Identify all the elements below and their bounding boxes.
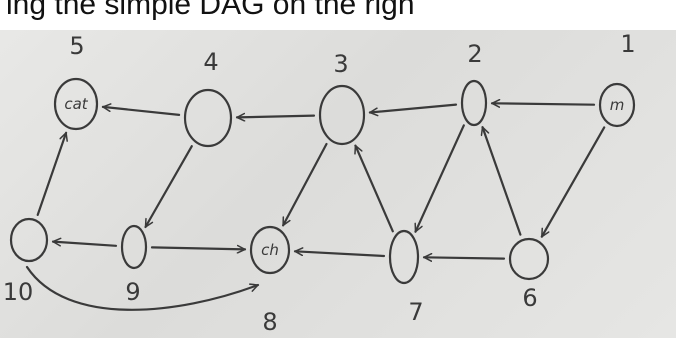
edge-6-to-2 — [480, 125, 522, 236]
edge-3-to-4 — [235, 112, 316, 122]
node-number-label-8: 8 — [262, 308, 277, 336]
node-inner-label-1: m — [610, 96, 625, 114]
node-3: 3 — [318, 50, 366, 146]
caption-strip: ing the simple DAG on the righ — [0, 0, 676, 30]
node-7: 7 — [388, 229, 424, 326]
node-number-label-6: 6 — [522, 284, 537, 312]
node-circle-8 — [249, 225, 291, 275]
edges-layer — [25, 98, 606, 311]
node-10: 10 — [3, 217, 49, 306]
node-circle-9 — [120, 224, 148, 270]
edge-7-to-8 — [293, 247, 386, 258]
node-8: ch 8 — [249, 225, 291, 336]
node-circle-5 — [53, 77, 99, 131]
edge-9-to-8 — [150, 244, 247, 254]
caption-text: ing the simple DAG on the righ — [6, 0, 415, 21]
node-number-label-4: 4 — [203, 48, 218, 76]
node-circle-10 — [9, 217, 49, 263]
edge-1-to-2 — [490, 98, 596, 108]
node-circle-3 — [318, 84, 366, 146]
node-circle-1 — [598, 82, 636, 128]
node-circle-4 — [183, 88, 233, 148]
edge-1-to-6 — [540, 126, 606, 238]
node-4: 4 — [183, 48, 233, 148]
node-inner-label-8: ch — [261, 241, 279, 259]
edge-9-to-10 — [51, 237, 118, 247]
node-number-label-10: 10 — [3, 278, 34, 306]
node-number-label-3: 3 — [333, 50, 348, 78]
edge-10-to-8 — [25, 265, 260, 311]
node-6: 6 — [508, 237, 550, 312]
node-number-label-2: 2 — [467, 40, 482, 68]
edge-7-to-3 — [354, 144, 394, 233]
edge-2-to-7 — [414, 124, 465, 233]
node-number-label-7: 7 — [408, 298, 423, 326]
node-circle-2 — [460, 79, 488, 127]
node-2: 2 — [460, 40, 488, 127]
edge-6-to-7 — [422, 252, 506, 262]
node-5: cat 5 — [53, 32, 99, 131]
node-number-label-5: 5 — [69, 32, 84, 60]
node-circle-7 — [388, 229, 420, 285]
node-circle-6 — [508, 237, 550, 281]
node-1: m1 — [598, 30, 636, 128]
node-inner-label-5: cat — [64, 95, 88, 113]
edge-3-to-8 — [282, 142, 328, 227]
node-number-label-1: 1 — [620, 30, 635, 58]
edge-10-to-5 — [36, 131, 68, 216]
edge-4-to-5 — [101, 103, 181, 117]
edge-4-to-9 — [144, 145, 193, 229]
node-number-label-9: 9 — [125, 278, 140, 306]
node-9: 9 — [120, 224, 148, 306]
edge-2-to-3 — [368, 103, 458, 117]
